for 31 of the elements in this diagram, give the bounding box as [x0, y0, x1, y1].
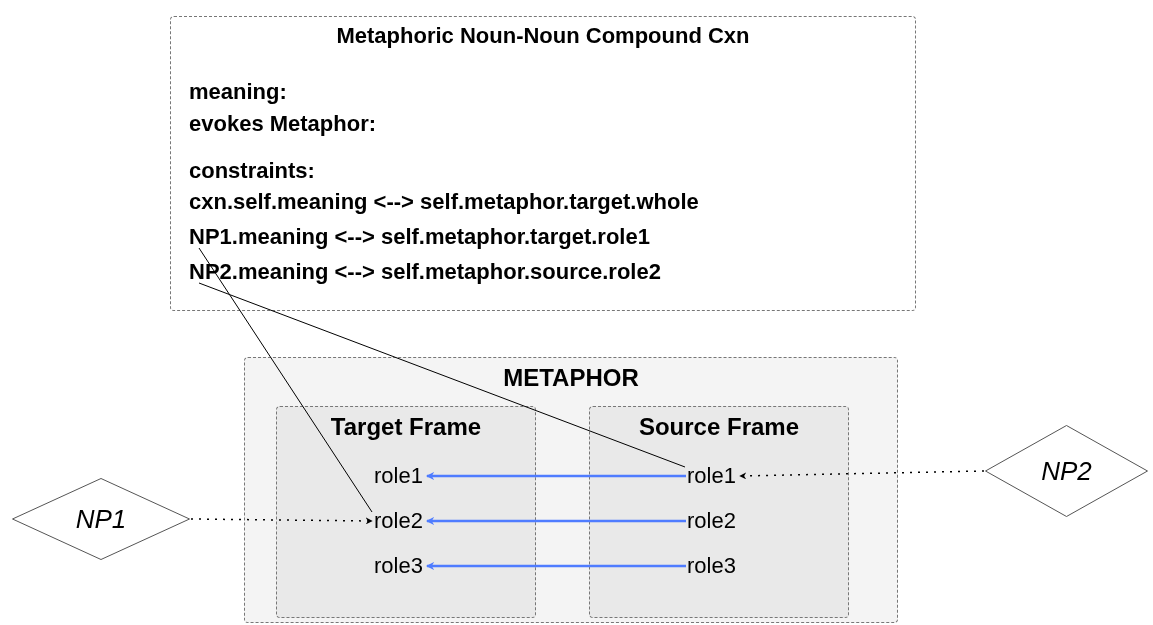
frame-title: METAPHOR — [502, 364, 640, 392]
connector-line — [198, 247, 373, 513]
frame-box — [276, 406, 536, 618]
frame-title: Metaphoric Noun-Noun Compound Cxn — [335, 23, 751, 49]
role-label: role1 — [687, 463, 736, 489]
frame-box — [589, 406, 849, 618]
role-label: role3 — [374, 553, 423, 579]
arrow — [426, 517, 686, 525]
node-label: NP2 — [1041, 455, 1092, 487]
construction-box — [170, 16, 916, 311]
dotted-arrow — [739, 470, 985, 480]
node-label: NP1 — [75, 503, 127, 535]
arrow — [426, 472, 686, 480]
frame-title: Target Frame — [329, 413, 483, 441]
constraint-text: meaning: — [189, 79, 287, 105]
role-label: role1 — [374, 463, 423, 489]
arrow — [426, 562, 686, 570]
constraint-text: cxn.self.meaning <--> self.metaphor.target.whole — [189, 189, 699, 215]
constraint-text: evokes Metaphor: — [189, 111, 377, 137]
constraint-text: NP1.meaning <--> self.metaphor.target.role1 — [189, 224, 650, 250]
frame-title: Source Frame — [637, 413, 801, 441]
diamond-node — [985, 425, 1148, 517]
constraint-text: NP2.meaning <--> self.metaphor.source.role2 — [189, 259, 661, 285]
dotted-arrow — [190, 517, 373, 525]
connector-line — [198, 282, 686, 468]
role-label: role2 — [687, 508, 736, 534]
frame-box — [244, 357, 898, 623]
role-label: role2 — [374, 508, 423, 534]
diamond-node — [12, 478, 190, 560]
constraint-text: constraints: — [189, 158, 315, 184]
role-label: role3 — [687, 553, 736, 579]
